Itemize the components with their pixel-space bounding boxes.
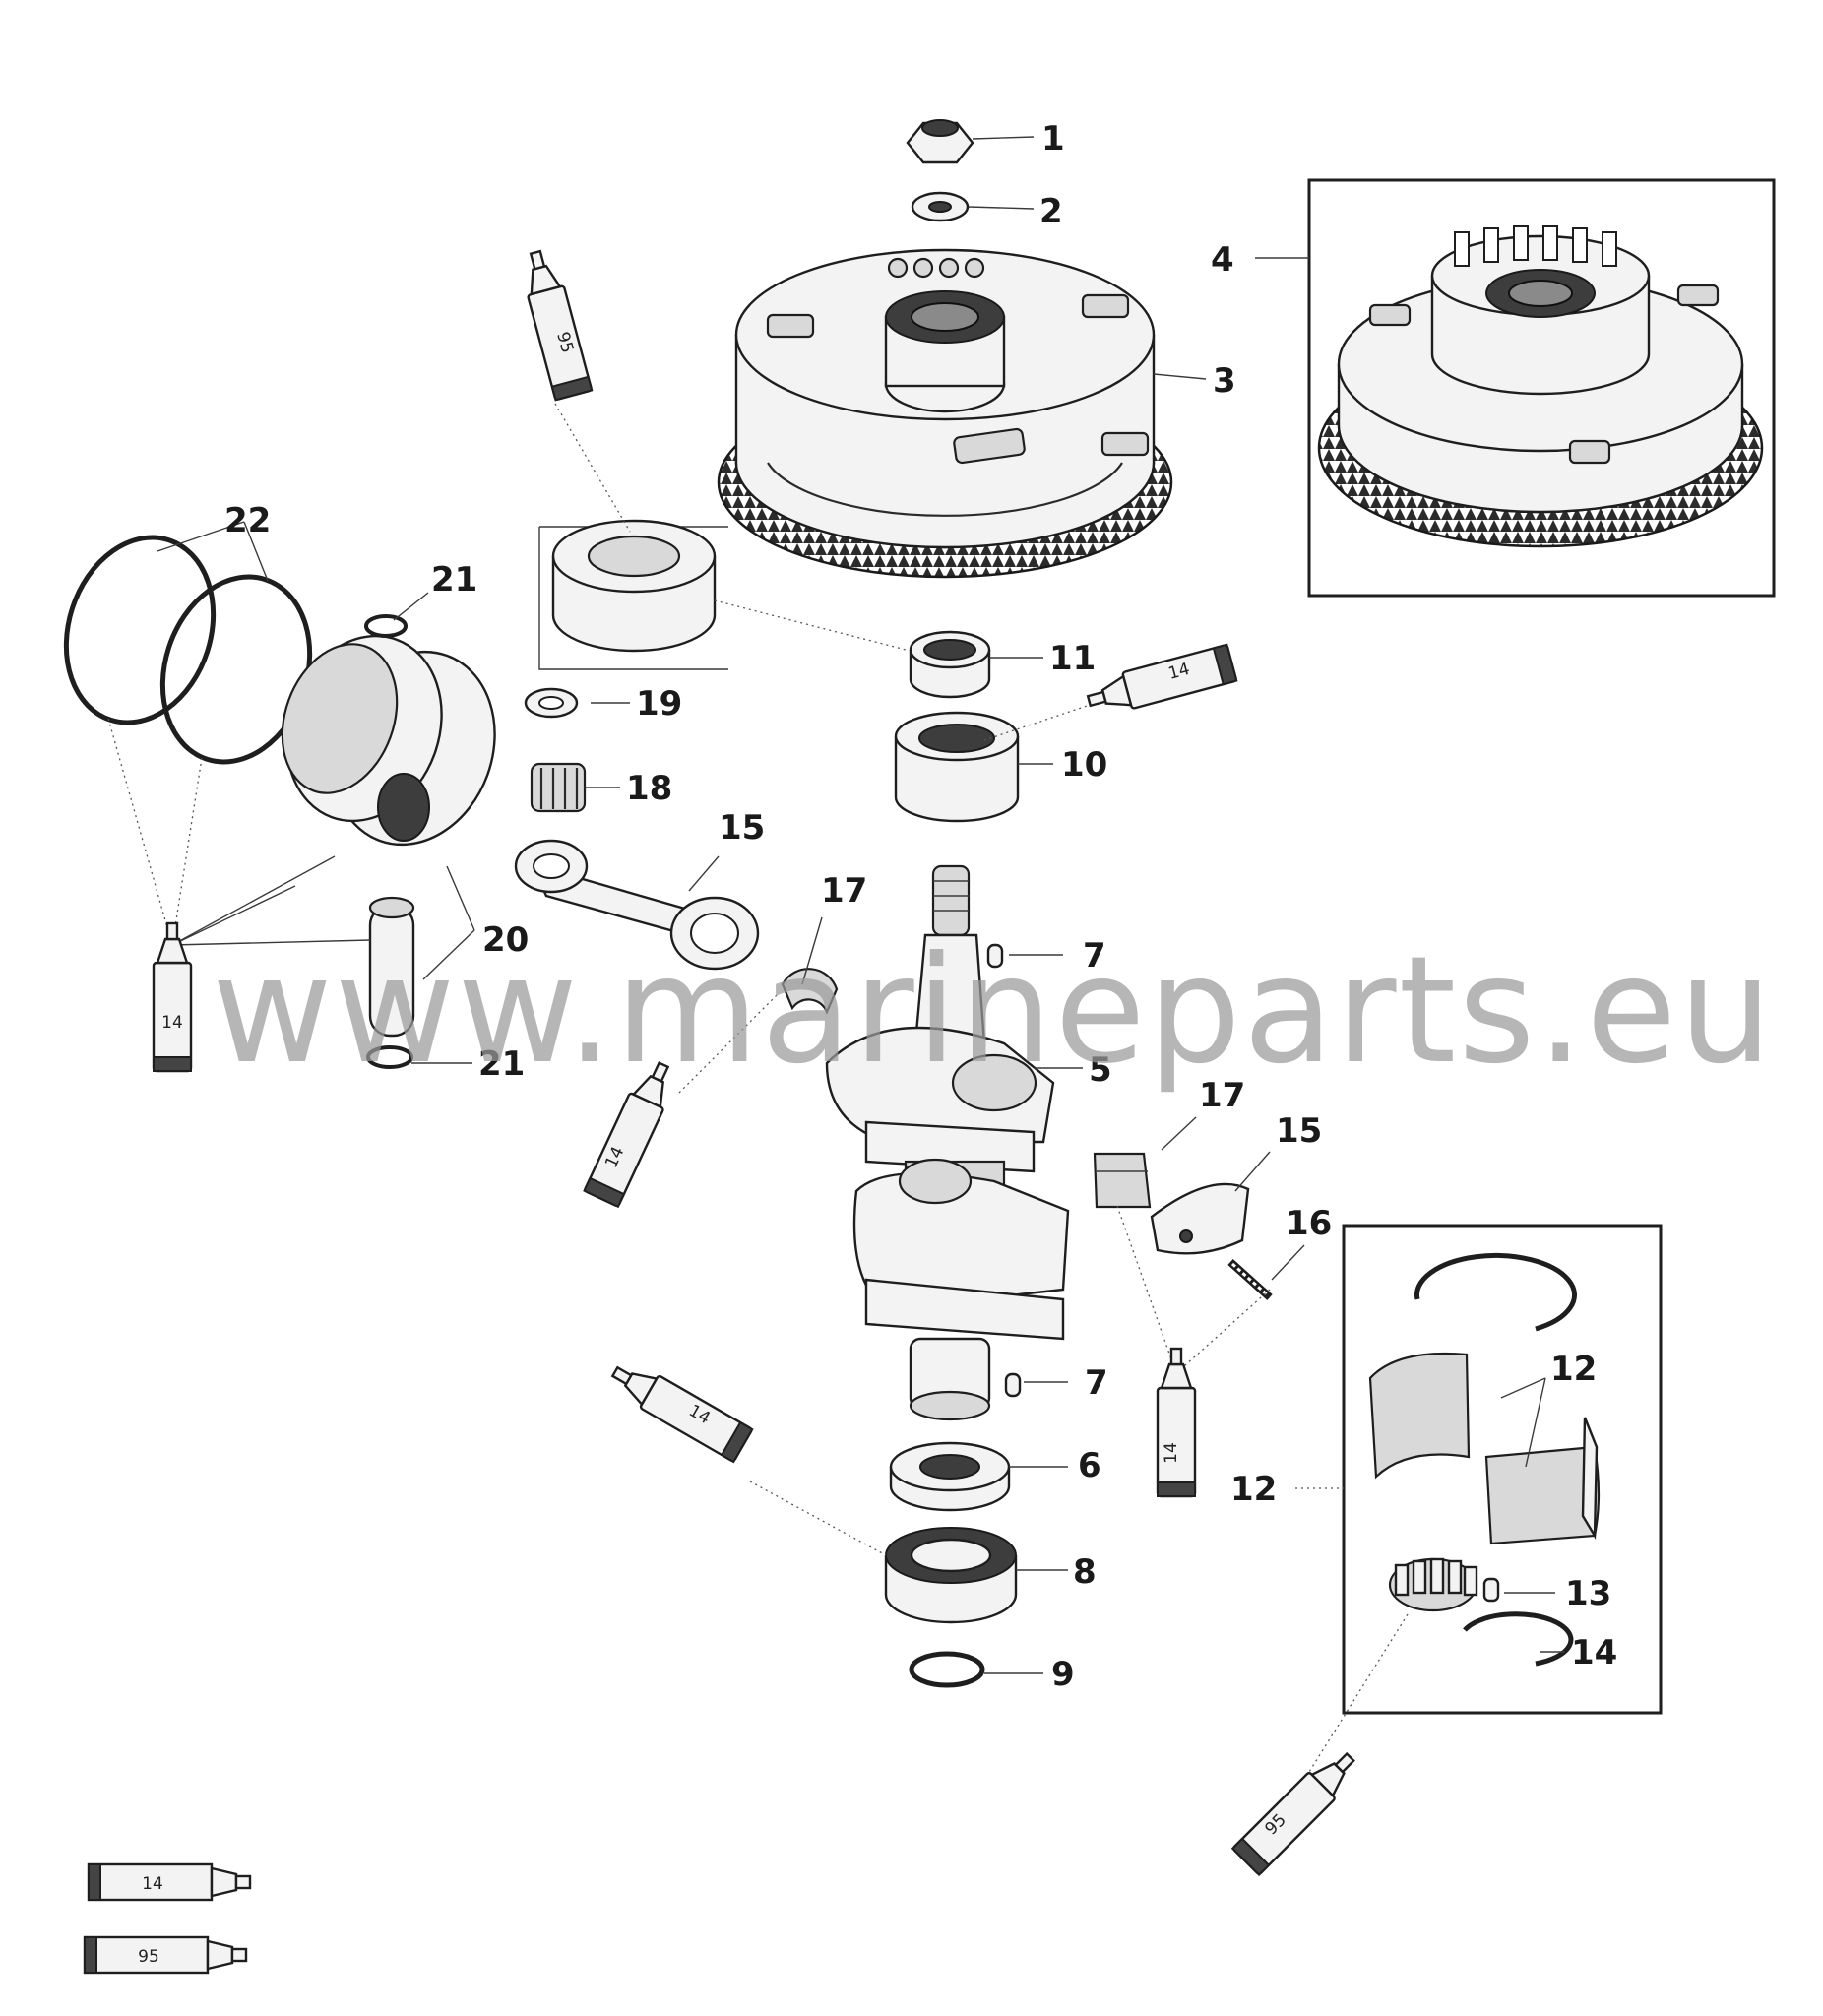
upper-bearing: [894, 711, 1020, 823]
callout-14: 14: [1571, 1633, 1617, 1672]
tube-14-crank-lower: 14: [604, 1354, 754, 1464]
rod-bearing-upper: [781, 968, 839, 1015]
lower-ball-bearing: [884, 1527, 1018, 1624]
piston-pin-clip-upper: [364, 614, 408, 638]
needle-cage: [1388, 1557, 1478, 1612]
svg-text:95: 95: [138, 1947, 159, 1967]
key-upper: [986, 943, 1004, 969]
callout-8: 8: [1073, 1552, 1097, 1592]
callout-10: 10: [1061, 745, 1107, 785]
bearing-kit-box: [1342, 1224, 1663, 1715]
thrust-washer: [524, 687, 579, 719]
bearing-kit: [1368, 1253, 1601, 1667]
piston-pin-clip-lower: [366, 1045, 413, 1069]
flywheel-nut: [906, 119, 974, 164]
rod-cap: [1150, 1182, 1250, 1255]
legend-tube-14: 14: [87, 1862, 252, 1902]
retaining-ring: [909, 1651, 985, 1688]
callout-17-lower: 17: [1199, 1076, 1245, 1115]
upper-seal: [909, 630, 991, 699]
svg-text:14: 14: [142, 1874, 163, 1894]
callout-21-lower: 21: [478, 1044, 525, 1084]
callout-17-upper: 17: [821, 871, 867, 911]
callout-9: 9: [1051, 1655, 1075, 1694]
callout-1: 1: [1041, 119, 1065, 158]
leader-lines: [107, 136, 1565, 1773]
callout-labels: 1 2 3 4 5 6 7 7 8 9 10 11 12 12 13 14 15…: [224, 119, 1617, 1694]
key-lower: [1004, 1372, 1022, 1398]
callout-13: 13: [1565, 1574, 1611, 1613]
flywheel: [717, 248, 1173, 579]
callout-12-box: 12: [1550, 1350, 1597, 1389]
callout-4: 4: [1211, 240, 1234, 280]
flywheel-alt: [1317, 225, 1764, 548]
crankshaft: [825, 864, 1070, 1421]
svg-text:14: 14: [1162, 1442, 1181, 1464]
svg-text:14: 14: [161, 1013, 183, 1033]
callout-11: 11: [1049, 639, 1096, 678]
callout-12-outer: 12: [1230, 1470, 1277, 1509]
callout-7-lower: 7: [1085, 1363, 1108, 1403]
rod-bearing-lower: [1093, 1152, 1152, 1209]
tube-14-piston: 14: [152, 921, 193, 1073]
callout-15-lower: 15: [1276, 1111, 1322, 1151]
tube-14-rod: 14: [1156, 1347, 1197, 1498]
callout-3: 3: [1213, 361, 1236, 401]
piston-pin: [368, 896, 415, 1038]
watermark: www.marineparts.eu: [212, 925, 1775, 1097]
legend-tube-95: 95: [83, 1935, 248, 1975]
callout-5: 5: [1089, 1050, 1112, 1090]
rod-cap-screw: [1227, 1259, 1273, 1300]
callout-19: 19: [636, 684, 682, 724]
callout-6: 6: [1078, 1446, 1101, 1485]
callout-20: 20: [482, 920, 529, 960]
callout-15-upper: 15: [719, 808, 765, 848]
tube-95-top: 95: [516, 246, 594, 402]
callout-16: 16: [1286, 1204, 1332, 1243]
tube-14-mid: 14: [583, 1055, 682, 1208]
lower-seal-carrier: [889, 1441, 1011, 1512]
piston: [281, 634, 496, 847]
callout-7-upper: 7: [1083, 936, 1106, 976]
flywheel-washer: [911, 191, 970, 222]
callout-18: 18: [626, 769, 672, 808]
wrist-pin-bearing: [530, 762, 587, 813]
callout-22: 22: [224, 501, 271, 540]
callout-2: 2: [1039, 192, 1063, 231]
tube-14-right: 14: [1083, 643, 1238, 721]
oil-seal-large: [551, 519, 717, 653]
flywheel-alt-box: [1307, 178, 1776, 598]
callout-21-upper: 21: [431, 560, 477, 599]
tube-95-bottom: 95: [1231, 1742, 1365, 1876]
connecting-rod: [514, 839, 760, 971]
